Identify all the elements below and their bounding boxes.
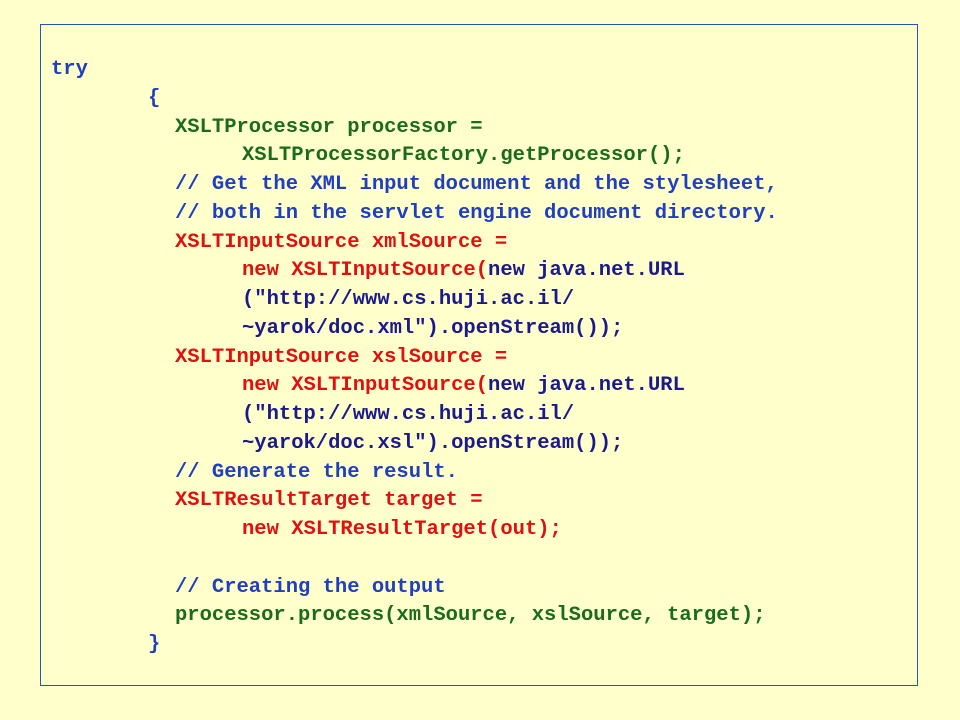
code-token: new XSLTInputSource(	[242, 374, 489, 398]
code-panel: try { XSLTProcessor processor = XSLTProcess…	[40, 24, 918, 686]
code-line: // both in the servlet engine document d…	[175, 202, 778, 226]
code-line: new XSLTInputSource(new java.net.URL	[242, 374, 685, 398]
code-line: processor.process(xmlSource, xslSource, …	[175, 604, 766, 628]
code-token: }	[148, 633, 161, 656]
code-token: XSLTResultTarget target =	[175, 489, 483, 513]
code-line: try	[51, 58, 88, 82]
code-token: ~yarok/doc.xml").openStream());	[242, 316, 624, 340]
code-token: ("http://www.cs.huji.ac.il/	[242, 288, 575, 311]
code-line: {	[148, 87, 160, 111]
code-token: {	[148, 86, 161, 110]
code-line: // Creating the output	[175, 576, 446, 600]
code-line: ~yarok/doc.xml").openStream());	[242, 317, 623, 341]
code-token: XSLTInputSource xslSource =	[175, 345, 508, 369]
code-line: }	[148, 633, 160, 657]
code-token: new XSLTResultTarget(out);	[242, 518, 562, 541]
code-token: new java.net.URL	[488, 374, 685, 398]
code-token: // both in the servlet engine document d…	[175, 201, 778, 225]
code-line: ("http://www.cs.huji.ac.il/	[242, 288, 574, 312]
code-line: ("http://www.cs.huji.ac.il/	[242, 403, 574, 427]
code-line: // Generate the result.	[175, 461, 458, 485]
code-token: try	[51, 58, 88, 81]
code-line: XSLTInputSource xslSource =	[175, 346, 507, 370]
code-token: processor.process(xmlSource, xslSource, …	[175, 604, 766, 628]
code-line: ~yarok/doc.xsl").openStream());	[242, 432, 623, 456]
code-listing: try { XSLTProcessor processor = XSLTProcess…	[41, 25, 917, 685]
code-token: XSLTInputSource xmlSource =	[175, 230, 508, 254]
code-token: new java.net.URL	[488, 259, 685, 283]
code-line: XSLTProcessorFactory.getProcessor();	[242, 144, 685, 168]
code-line: XSLTResultTarget target =	[175, 489, 483, 513]
code-line: new XSLTResultTarget(out);	[242, 518, 562, 542]
code-token: // Get the XML input document and the st…	[175, 173, 778, 196]
code-token: XSLTProcessorFactory.getProcessor();	[242, 144, 685, 168]
code-token: ~yarok/doc.xsl").openStream());	[242, 431, 624, 455]
code-line: XSLTProcessor processor =	[175, 116, 483, 140]
code-token: ("http://www.cs.huji.ac.il/	[242, 403, 575, 426]
code-line: // Get the XML input document and the st…	[175, 173, 778, 197]
code-token: XSLTProcessor processor =	[175, 115, 483, 139]
code-token: // Generate the result.	[175, 460, 458, 484]
code-line: new XSLTInputSource(new java.net.URL	[242, 259, 685, 283]
code-token: // Creating the output	[175, 575, 446, 599]
code-token: new XSLTInputSource(	[242, 259, 489, 283]
code-line: XSLTInputSource xmlSource =	[175, 231, 507, 255]
